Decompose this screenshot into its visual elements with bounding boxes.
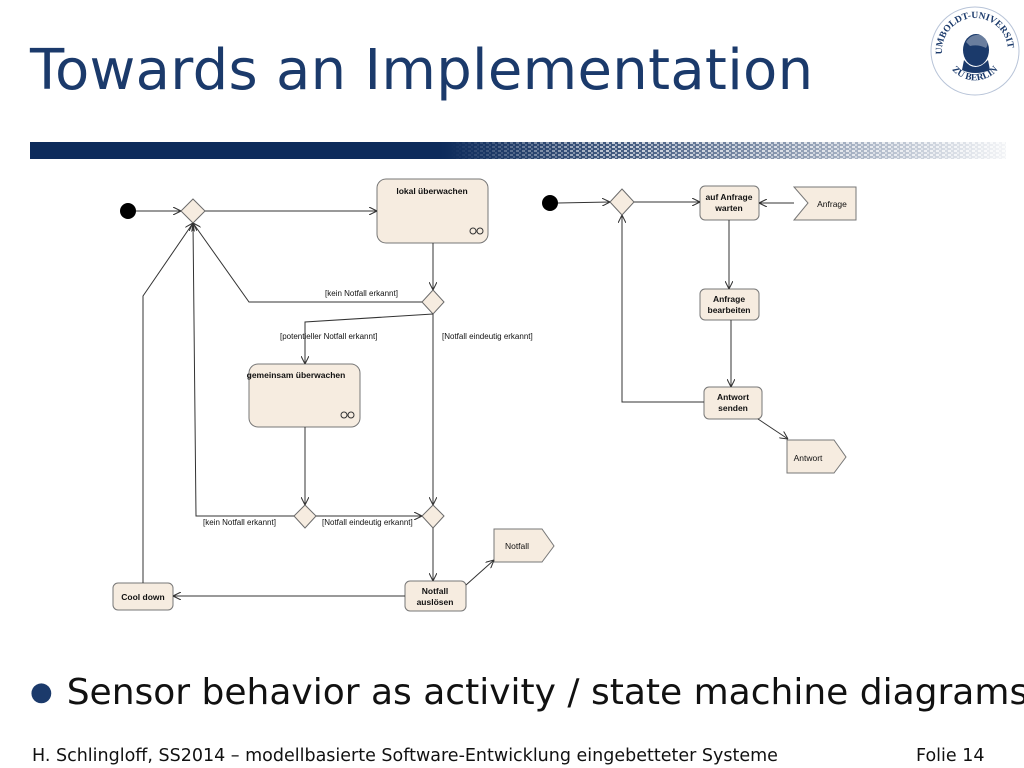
action-cool-down-label: Cool down [121,592,164,602]
decision-node-merge-notfall [421,504,445,529]
subactivity-icon [340,411,355,419]
guard-kein-notfall-1: [kein Notfall erkannt] [325,289,398,298]
action-notfall-ausloesen-label-2: auslösen [417,597,454,607]
action-anfrage-bearbeiten-label-2: bearbeiten [708,305,751,315]
header-bar [30,142,1006,159]
control-flows-right [557,202,794,439]
bullet-text: Sensor behavior as activity / state mach… [66,671,1024,713]
send-signal-antwort-label: Antwort [794,453,823,463]
action-antwort-senden-label-2: senden [718,403,748,413]
university-seal-icon: HUMBOLDT-UNIVERSITÄT ZU BERLIN [928,4,1020,96]
decision-node-lokal [421,289,445,315]
control-flows-left [136,211,494,596]
action-auf-anfrage-warten-label-1: auf Anfrage [706,192,753,202]
send-signal-notfall-label: Notfall [505,541,529,551]
send-signal-notfall [493,528,555,563]
action-antwort-senden [703,386,763,420]
decision-node-gemeinsam [293,504,317,529]
decision-node-right [609,188,635,216]
footer-author-course: H. Schlingloff, SS2014 – modellbasierte … [32,746,778,766]
initial-node-right [542,195,558,211]
slide-title: Towards an Implementation [30,38,814,103]
action-gemeinsam-ueberwachen-label: gemeinsam überwachen [247,370,346,380]
guard-notfall-eindeutig-2: [Notfall eindeutig erkannt] [322,518,413,527]
activity-diagrams: lokal überwachen gemeinsam überwachen No… [112,178,857,612]
action-notfall-ausloesen-label-1: Notfall [422,586,448,596]
send-signal-antwort [786,439,847,474]
subactivity-icon [469,227,484,235]
action-anfrage-bearbeiten-label-1: Anfrage [713,294,745,304]
footer-slide-number: Folie 14 [916,746,985,766]
sensor-activity-diagram: lokal überwachen gemeinsam überwachen No… [112,178,555,612]
decision-node-merge [180,198,206,224]
bullet-icon: ● [30,677,53,707]
action-lokal-ueberwachen-label: lokal überwachen [396,186,467,196]
guard-potentieller-notfall: [potentieller Notfall erkannt] [280,332,377,341]
guard-kein-notfall-2: [kein Notfall erkannt] [203,518,276,527]
request-activity-diagram: auf Anfrage warten Anfrage Anfrage bearb… [542,185,857,474]
initial-node [120,203,136,219]
receive-signal-anfrage [792,186,857,221]
bullet-item: ● Sensor behavior as activity / state ma… [30,668,1024,716]
action-antwort-senden-label-1: Antwort [717,392,749,402]
receive-signal-anfrage-label: Anfrage [817,199,847,209]
guard-notfall-eindeutig-1: [Notfall eindeutig erkannt] [442,332,533,341]
action-auf-anfrage-warten-label-2: warten [714,203,742,213]
